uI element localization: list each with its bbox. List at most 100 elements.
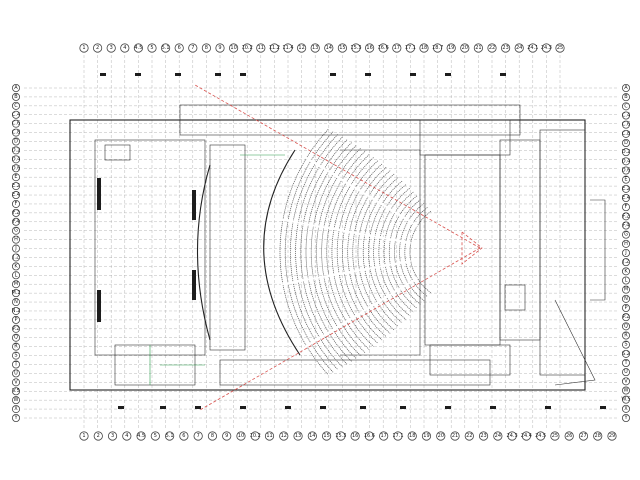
svg-text:24: 24 [495,433,501,439]
marker-top [445,73,451,76]
grid-bubble-bottom-15.3: 15.3 [335,431,346,441]
seat-row [373,184,407,320]
marker-bottom [360,406,366,409]
grid-bubble-right-D.6: D.6 [622,166,630,175]
svg-text:22: 22 [489,45,495,51]
svg-text:11.4: 11.4 [282,45,293,51]
grid-bubble-right-E.4: E.4 [622,193,631,202]
svg-text:3: 3 [110,45,113,51]
column-west-1 [97,178,101,210]
svg-text:6: 6 [182,433,185,439]
green-annotation-sw [149,345,205,385]
svg-text:16: 16 [366,45,372,51]
grid-bubble-bottom-24: 24 [493,431,503,441]
grid-bubble-bottom-13: 13 [293,431,303,441]
marker-bottom [195,406,201,409]
svg-text:U: U [624,369,628,375]
svg-text:E: E [14,174,17,180]
grid-bubble-left-C: C [11,101,20,110]
building-outline [69,104,606,391]
grid-bubble-left-M: M [11,280,20,289]
grid-bubble-left-S: S [11,351,20,360]
svg-text:C.8: C.8 [622,131,630,137]
svg-text:18: 18 [409,433,415,439]
svg-text:24: 24 [516,45,522,51]
svg-text:F.2: F.2 [13,210,20,216]
marker-top [175,73,181,76]
lobby-curved-wall [196,164,211,341]
grid-bubble-left-V: V [11,378,20,387]
auditorium-rear-wall [263,149,301,356]
sightline-north [194,84,481,249]
grid-bubble-left-M.2: M.2 [11,289,21,298]
svg-text:29: 29 [609,433,615,439]
sightline-south [199,247,481,411]
grid-bubble-left-N: N [11,298,20,307]
grid-bubble-right-B: B [622,93,631,102]
svg-text:B: B [624,94,628,100]
svg-text:26: 26 [566,433,572,439]
seat-row [394,199,421,305]
svg-text:C.4: C.4 [12,112,20,118]
grid-bubble-top-6: 6 [174,43,184,53]
seat-row [279,129,329,375]
svg-text:21: 21 [452,433,458,439]
grid-bubble-bottom-22: 22 [464,431,474,441]
marker-bottom [400,406,406,409]
marker-bottom [490,406,496,409]
grid-bubble-top-15.3: 15.3 [350,43,362,53]
grid-bubble-right-N: N [622,294,631,303]
svg-text:R: R [624,333,628,339]
grid-bubble-top-23: 23 [500,43,511,53]
svg-text:V.5: V.5 [12,388,20,394]
svg-text:L: L [625,278,628,284]
svg-text:D: D [624,140,628,146]
grid-bubble-right-T: T [622,358,631,367]
grid-bubble-right-K: K [622,267,631,276]
grid-bubble-top-19: 19 [446,43,456,53]
svg-text:4: 4 [123,45,126,51]
svg-text:13: 13 [312,45,318,51]
svg-text:2: 2 [96,45,99,51]
grid-bubble-right-A: A [622,84,631,93]
grid-bubble-top-3: 3 [106,43,116,53]
svg-text:24.3: 24.3 [507,433,518,439]
grid-bubble-bottom-14: 14 [307,431,317,441]
svg-text:P: P [14,317,17,323]
svg-text:D.6: D.6 [12,165,21,171]
svg-text:15: 15 [339,45,345,51]
aisle [280,218,411,245]
svg-text:F.2: F.2 [623,213,630,219]
grid-bubble-right-D.4: D.4 [622,157,630,166]
grid-bubble-left-D.6: D.6 [12,164,21,173]
grid-bubble-left-G: G [11,226,20,235]
grid-bubble-top-2: 2 [93,43,103,53]
grid-bubble-bottom-20: 20 [436,431,446,441]
marker-top [410,73,416,76]
svg-text:E.4: E.4 [12,192,20,198]
seat-row [399,203,425,301]
svg-text:E.2: E.2 [622,186,630,192]
svg-text:1: 1 [82,433,85,439]
auditorium-side-walls [340,149,421,356]
svg-text:P.2: P.2 [622,314,629,320]
svg-text:18: 18 [421,45,427,51]
svg-text:E: E [624,177,627,183]
grid-bubbles-right: ABCC.4C.6C.8DD.2D.4D.6EE.2E.4FF.2F.4GHJJ… [621,84,631,422]
svg-text:J: J [14,246,16,252]
svg-text:15: 15 [323,433,329,439]
svg-text:7: 7 [197,433,200,439]
grid-bubble-bottom-18: 18 [407,431,417,441]
marker-bottom [600,406,606,409]
grid-bubble-top-24.3: 24.3 [541,43,552,53]
grid-bubble-right-F: F [622,203,631,212]
grid-bubble-top-17.1: 17.1 [405,43,416,53]
svg-text:13: 13 [295,433,301,439]
marker-bottom [240,406,246,409]
svg-text:Q: Q [624,323,628,329]
grid-bubble-left-E.2: E.2 [11,182,20,191]
svg-text:14: 14 [309,433,315,439]
grid-bubble-left-Q: Q [11,333,20,342]
column-east-2 [192,270,196,300]
svg-text:4: 4 [125,433,128,439]
